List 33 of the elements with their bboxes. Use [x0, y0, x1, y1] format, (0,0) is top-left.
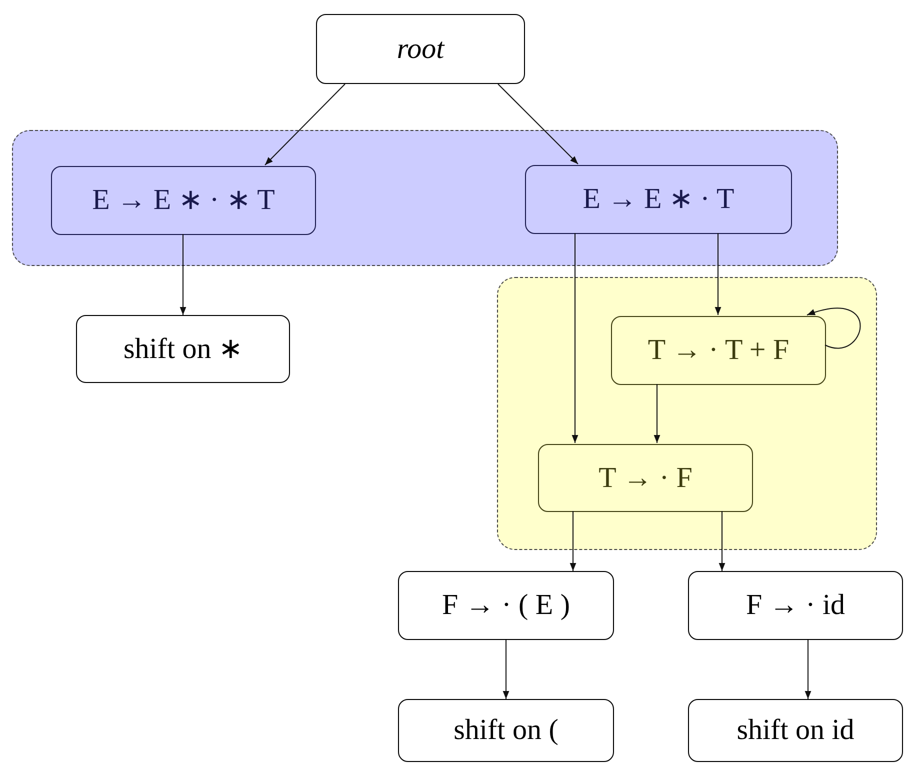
rule-text: F → · ( E ) — [442, 591, 570, 620]
rule-text: E → E ∗ · ∗ T — [92, 186, 275, 215]
arrow — [498, 84, 578, 164]
state-box — [525, 165, 792, 234]
arrow — [654, 384, 660, 444]
rule-text: T → · F — [598, 464, 692, 492]
arrow — [806, 308, 861, 349]
rule-text: shift on id — [736, 716, 854, 745]
rule-text: root — [396, 34, 444, 64]
state-box — [688, 699, 903, 762]
state-box — [76, 315, 290, 383]
arrow — [570, 510, 576, 572]
arrow — [804, 640, 812, 700]
rule-text: E → E ∗ · T — [582, 185, 734, 214]
arrow — [502, 640, 510, 700]
rule-text: shift on ( — [454, 716, 558, 745]
arrow — [180, 234, 186, 316]
arrow — [718, 510, 726, 572]
rule-text: T → · T + F — [648, 336, 790, 365]
state-box — [611, 316, 826, 385]
rule-text: F → · id — [746, 591, 846, 620]
arrow — [264, 84, 346, 166]
state-box — [51, 166, 316, 235]
group-panel — [497, 277, 877, 550]
state-box — [398, 571, 614, 640]
group-panel — [12, 130, 838, 266]
state-box — [398, 699, 614, 762]
arrow — [572, 232, 578, 444]
state-box — [316, 14, 525, 84]
state-box — [688, 571, 903, 640]
rule-text: shift on ∗ — [123, 334, 243, 364]
arrow — [714, 232, 722, 316]
state-box — [538, 444, 753, 512]
